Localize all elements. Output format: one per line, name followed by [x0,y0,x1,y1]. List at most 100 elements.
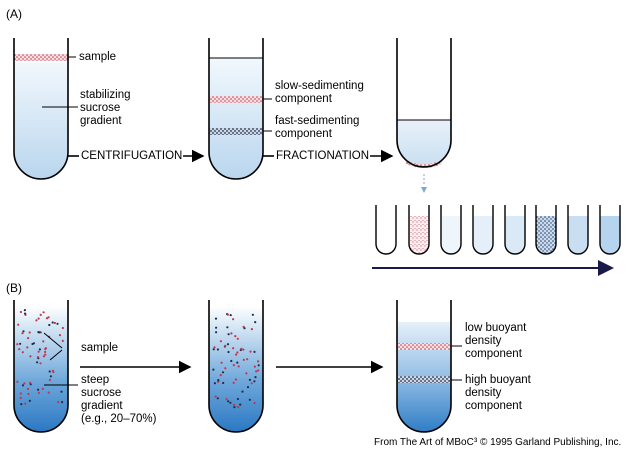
high-component-label: component [465,400,522,412]
particle-dot [42,311,45,314]
particle-dot [39,313,42,316]
particle-dot [49,375,53,378]
particle-dot [255,370,258,373]
particle-dot [48,370,51,373]
particle-dot [23,382,26,385]
tube-a3 [396,38,452,193]
particle-dot [230,332,233,335]
particle-dot [232,347,235,350]
slow-band [209,96,263,103]
fraction-tube-1 [375,205,397,255]
particle-dot [224,367,227,370]
particle-dot [47,391,50,394]
copyright-credit: From The Art of MBoC³ © 1995 Garland Pub… [374,437,622,448]
particle-dot [225,398,228,401]
sample-label: sample [79,51,117,63]
particle-dot [219,374,222,377]
particle-dot [37,350,40,353]
particle-dot [248,378,251,381]
particle-dot [236,351,239,354]
particle-dot [28,399,31,402]
particle-dot [242,348,245,351]
particle-dot [44,353,47,356]
particle-dot [227,400,230,403]
particle-dot [254,376,257,379]
particle-dot [19,392,22,395]
fast-component-label: component [275,128,332,140]
particle-dot [253,350,256,353]
particle-dot [56,322,59,325]
tube-b3 [396,300,462,433]
particle-dot [246,386,250,389]
particle-dot [61,401,64,404]
particle-dot [253,365,256,368]
particle-dot [16,343,19,346]
particle-dot [237,365,240,368]
particle-dot [233,406,236,409]
particle-dot [42,340,45,343]
particle-dot [232,403,236,406]
fraction-tube-8-fill [600,216,620,254]
particle-dot [226,313,229,316]
mixed-dots [212,313,260,409]
particle-dot [235,353,238,356]
particle-dot [249,350,252,353]
particle-dot [37,391,41,394]
particle-dot [236,361,239,364]
particle-dot [215,326,218,329]
particle-dot [37,317,40,320]
particle-dot [226,326,229,329]
particle-dot [20,403,23,406]
particle-dot [254,321,257,324]
particle-dot [253,401,256,405]
particle-dot [37,388,40,391]
particle-dot [236,337,239,340]
particle-dot [251,313,254,316]
panel-a-label: (A) [6,7,22,21]
particle-dot [60,390,63,393]
particle-dot [41,387,44,390]
sample-dots [16,309,64,406]
particle-dot [219,340,222,343]
particle-dot [26,346,29,349]
particle-dot [28,381,32,384]
particle-dot [216,348,219,351]
tube-a1 [13,38,78,180]
particle-dot [16,380,19,383]
particle-dot [257,360,260,363]
slow-component-label: component [275,93,332,105]
fraction-tube-7-fill [568,216,588,254]
tube-b1 [13,300,78,433]
particle-dot [224,344,227,347]
particle-dot [44,350,47,353]
particle-dot [257,369,260,372]
particle-dot [229,314,232,317]
particle-dot [232,364,235,367]
particle-dot [212,348,215,351]
fast-sedimenting-label: fast-sedimenting [275,115,360,127]
particle-dot [222,381,225,385]
particle-dot [234,378,237,381]
particle-dot [245,372,248,375]
particle-dot [19,396,22,400]
stabilizing-label: stabilizing [80,89,131,101]
particle-dot [48,378,52,382]
slow-sedimenting-label: slow-sedimenting [275,80,364,92]
sucrose-label-b: sucrose [81,387,122,399]
particle-dot [27,392,30,396]
particle-dot [38,348,42,351]
fraction-tubes [375,205,621,255]
low-density-band [397,343,451,350]
particle-dot [18,348,21,351]
particle-dot [36,356,40,359]
particle-dot [237,405,240,409]
particle-dot [232,318,235,321]
particle-dot [243,327,246,330]
particle-dot [257,364,260,367]
fraction-tube-5 [504,205,526,255]
particle-dot [221,371,225,374]
particle-dot [213,382,216,385]
particle-dot [28,331,31,334]
particle-dot [213,346,216,349]
